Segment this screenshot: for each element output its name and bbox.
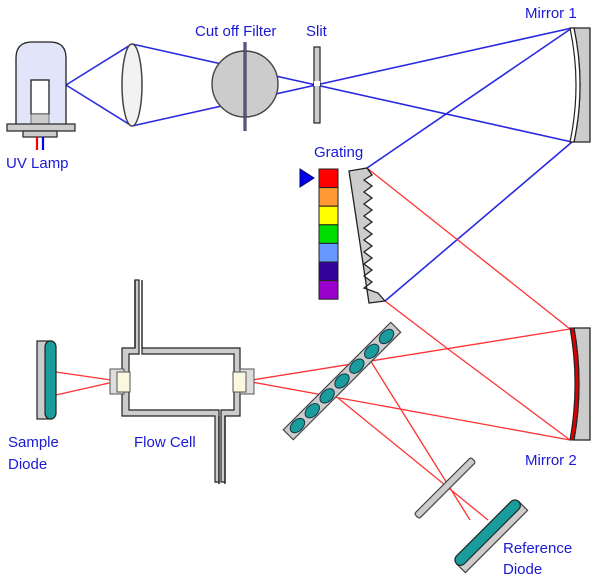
ray-lens-to-mirror1-top (131, 43, 573, 143)
ray-mirror2-to-cell-bottom (245, 380, 571, 441)
ray-grating-to-mirror2-bottom (384, 300, 449, 350)
spectrum-band-6[interactable] (318, 261, 339, 282)
sample-diode-label-line2: Diode (8, 456, 47, 473)
slit-label: Slit (306, 23, 328, 40)
lamp-base-socket (22, 130, 58, 138)
beam-splitter (282, 321, 402, 441)
spectrum-band-7[interactable] (318, 280, 339, 300)
reference-aperture (414, 457, 476, 519)
wavelength-spectrum (299, 168, 339, 300)
mirror1-surface (569, 27, 581, 143)
ray-lens-to-mirror1-bottom (131, 27, 573, 127)
ray-lamp-to-lens-bottom (65, 84, 133, 127)
triangle-pointer-icon[interactable] (299, 168, 315, 188)
ray-grating-to-mirror2-bottom-b (447, 348, 571, 441)
right-window (232, 371, 247, 393)
uv-lamp: UV Lamp (6, 41, 76, 172)
reference-diode-label-line2: Diode (503, 561, 542, 577)
reference-diode (454, 499, 529, 574)
flow-cell-label: Flow Cell (134, 434, 196, 451)
slit-opening (314, 81, 320, 86)
cut-off-filter: Cut off Filter (195, 23, 279, 131)
slit: Slit (306, 23, 328, 124)
beam-splitter-cell (289, 417, 306, 434)
reference-diode-sensor (454, 499, 521, 566)
beam-splitter-cell (349, 358, 365, 374)
sample-diode-sensor (44, 340, 57, 420)
beam-splitter-cell (364, 343, 380, 359)
grating-label: Grating (314, 144, 363, 161)
spectrum-band-2[interactable] (318, 187, 339, 207)
ray-mirror1-to-grating-top (366, 27, 573, 169)
spectrum-band-4[interactable] (318, 224, 339, 244)
sample-diode: Sample Diode (8, 340, 59, 473)
diffraction-grating: Grating (314, 144, 387, 304)
flow-cell-wall (121, 279, 220, 483)
polychromatic-light-path (65, 27, 573, 302)
mirror1-label: Mirror 1 (525, 5, 577, 22)
beam-splitter-cell (304, 403, 320, 419)
lamp-base-plate (6, 123, 76, 132)
ray-mirror2-to-cell-top (245, 328, 571, 382)
sample-diode-label-line1: Sample (8, 434, 59, 451)
aperture-plate (414, 457, 476, 519)
ray-cell-to-sample-bottom (55, 380, 119, 396)
ray-lamp-to-lens-top (65, 43, 133, 86)
uv-lamp-label: UV Lamp (6, 155, 69, 172)
spectrum-band-5[interactable] (318, 242, 339, 263)
flow-cell: Flow Cell (109, 279, 255, 484)
ray-grating-to-mirror2-top (366, 167, 571, 330)
lamp-cathode (30, 113, 50, 125)
grating-body (348, 167, 387, 304)
lamp-filament (30, 79, 50, 115)
reference-diode-label-line1: Reference (503, 540, 572, 557)
mirror-1: Mirror 1 (525, 5, 591, 143)
left-window (116, 371, 131, 393)
ray-cell-to-sample-top (55, 371, 119, 382)
spectrum-band-1[interactable] (318, 168, 339, 189)
ray-mirror1-to-grating-bottom (384, 141, 573, 302)
ray-beamsplit-to-reference-2 (337, 397, 489, 521)
mirror-2: Mirror 2 (525, 327, 591, 469)
beam-splitter-cell (334, 373, 350, 389)
ray-beamsplit-to-reference-1 (369, 359, 471, 521)
spectrum-band-3[interactable] (318, 205, 339, 226)
monochromatic-light-path (55, 167, 571, 521)
spectrum-color-bars (318, 168, 339, 300)
mirror2-label: Mirror 2 (525, 452, 577, 469)
condenser-lens (121, 43, 143, 127)
beam-splitter-cell (378, 328, 395, 345)
cut-off-filter-label: Cut off Filter (195, 23, 276, 40)
beam-splitter-cell (319, 388, 335, 404)
mirror2-surface (569, 327, 580, 441)
